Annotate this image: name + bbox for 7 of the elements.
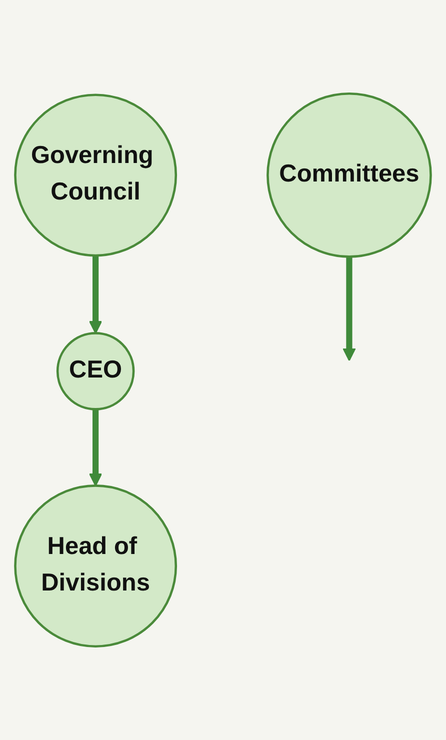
node-circle: Committees <box>266 92 432 258</box>
node-circle: CEO <box>56 332 135 410</box>
arrow <box>88 256 102 334</box>
node-circle: Head of Divisions <box>14 484 178 648</box>
arrow <box>342 256 356 362</box>
arrow <box>88 409 102 486</box>
node-circle: Governing Council <box>14 94 178 257</box>
